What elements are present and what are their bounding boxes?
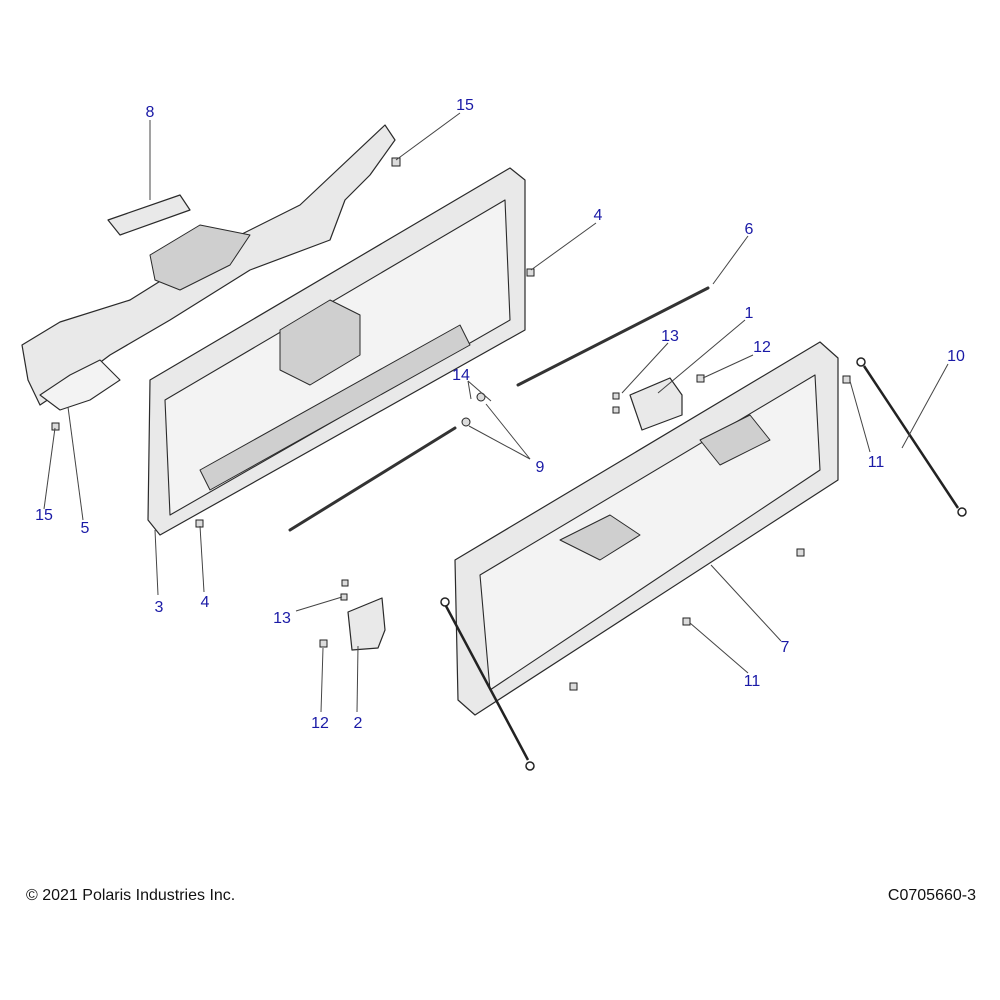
callout-11-bottom: 11 xyxy=(744,673,761,690)
callout-12-top: 12 xyxy=(753,339,771,356)
part-7-outer-panel xyxy=(454,341,839,716)
part-1-upper-hinge xyxy=(629,377,683,431)
part-3-inner-frame xyxy=(147,167,526,536)
callout-14: 14 xyxy=(452,367,470,384)
drawing-number: C0705660-3 xyxy=(887,887,976,904)
callout-9: 9 xyxy=(536,459,545,476)
fasteners xyxy=(51,157,851,691)
callout-4-top: 4 xyxy=(594,207,603,224)
callout-6: 6 xyxy=(745,221,754,238)
callout-11-right: 11 xyxy=(868,454,885,471)
leader-lines xyxy=(43,112,949,713)
callout-13-bottom: 13 xyxy=(273,610,291,627)
callout-7: 7 xyxy=(781,639,790,656)
lower-latch-rod xyxy=(288,426,457,532)
part-5-trim-panel xyxy=(21,124,396,411)
callout-15-top: 15 xyxy=(456,97,474,114)
callout-8: 8 xyxy=(146,104,155,121)
callout-labels: 8 15 4 6 1 13 12 10 14 9 11 15 5 3 4 13 … xyxy=(35,97,965,732)
callout-4-bottom: 4 xyxy=(201,594,210,611)
callout-1: 1 xyxy=(745,305,754,322)
callout-12-bottom: 12 xyxy=(311,715,329,732)
part-8-bracket xyxy=(107,194,191,236)
callout-3: 3 xyxy=(155,599,164,616)
callout-2: 2 xyxy=(354,715,363,732)
part-2-lower-hinge xyxy=(347,597,386,651)
callout-10: 10 xyxy=(947,348,965,365)
callout-15-left: 15 xyxy=(35,507,53,524)
part-6-latch-rod xyxy=(516,286,710,387)
copyright-text: © 2021 Polaris Industries Inc. xyxy=(26,887,236,904)
callout-5: 5 xyxy=(81,520,90,537)
callout-13-top: 13 xyxy=(661,328,679,345)
cable-left xyxy=(440,597,535,771)
part-10-cable-right xyxy=(856,357,967,517)
